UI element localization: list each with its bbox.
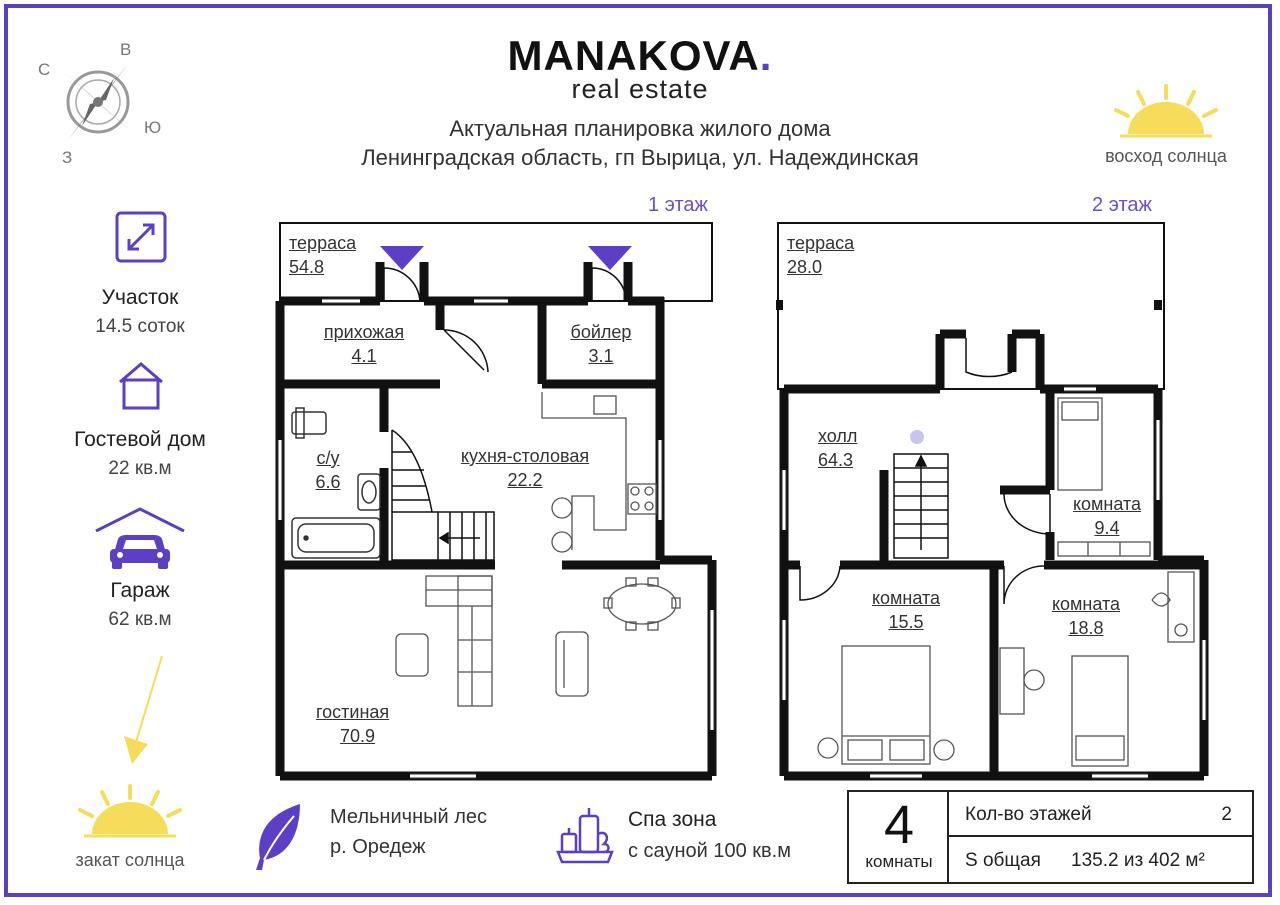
floor1-plan — [275, 222, 717, 781]
leaf-icon — [256, 804, 300, 870]
sunset-icon — [78, 784, 182, 838]
plot-title: Участок — [101, 286, 179, 309]
spa-candles-icon — [556, 808, 614, 864]
area-value: 135.2 из 402 м² — [1071, 850, 1205, 871]
feature-forest: Мельничный лес р. Оредеж — [250, 800, 540, 876]
feature-spa-title: Спа зона — [628, 808, 717, 831]
compass-north: С — [38, 60, 51, 79]
rooms-count-cell: 4 комнаты — [849, 792, 949, 882]
rooms-count: 4 — [883, 795, 915, 855]
feature-forest-title: Мельничный лес — [330, 806, 488, 828]
feature-forest-subtitle: р. Оредеж — [330, 836, 426, 858]
brand-subtitle: real estate — [571, 74, 709, 104]
compass-west: З — [62, 148, 73, 167]
sunrise: восход солнца — [1086, 82, 1246, 172]
plot-value: 14.5 соток — [95, 316, 185, 337]
sun-path-arrow — [124, 655, 163, 764]
floor2-plan — [776, 222, 1209, 781]
side-info-garage: Гараж 62 кв.м — [40, 505, 240, 635]
compass: С В Ю З — [38, 38, 170, 168]
floor2-label: 2 этаж — [1092, 194, 1152, 216]
side-info-guest-house: Гостевой дом 22 кв.м — [40, 360, 240, 490]
floor1-label: 1 этаж — [648, 194, 708, 216]
description-line-2: Ленинградская область, гп Вырица, ул. На… — [361, 145, 919, 170]
garage-value: 62 кв.м — [108, 609, 172, 630]
compass-rose-icon — [64, 64, 132, 140]
sunset: закат солнца — [50, 782, 210, 882]
garage-title: Гараж — [110, 579, 170, 602]
house-outline-icon — [119, 362, 163, 410]
page-frame — [4, 4, 1272, 897]
description-line-1: Актуальная планировка жилого дома — [449, 116, 831, 141]
floors-value: 2 — [1221, 804, 1232, 825]
garage-car-icon — [95, 507, 185, 569]
sunset-label: закат солнца — [75, 850, 185, 870]
area-label: S общая — [965, 850, 1041, 871]
compass-east: В — [120, 40, 132, 59]
floors-label: Кол-во этажей — [965, 804, 1092, 825]
feature-spa-subtitle: с сауной 100 кв.м — [628, 840, 791, 862]
expand-arrows-icon — [115, 211, 167, 263]
feature-spa: Спа зона с сауной 100 кв.м — [554, 804, 834, 874]
side-info-plot: Участок 14.5 соток — [40, 210, 240, 340]
rooms-word: комнаты — [865, 852, 933, 871]
guest-house-title: Гостевой дом — [74, 428, 206, 451]
brand-name: MANAKOVA. — [507, 32, 773, 79]
compass-south: Ю — [144, 118, 162, 137]
sunrise-label: восход солнца — [1105, 146, 1227, 166]
sunrise-icon — [1114, 84, 1218, 138]
guest-house-value: 22 кв.м — [108, 458, 172, 479]
floors-row: Кол-во этажей 2 — [949, 792, 1252, 837]
summary-box: 4 комнаты Кол-во этажей 2 S общая 135.2 … — [847, 790, 1254, 884]
